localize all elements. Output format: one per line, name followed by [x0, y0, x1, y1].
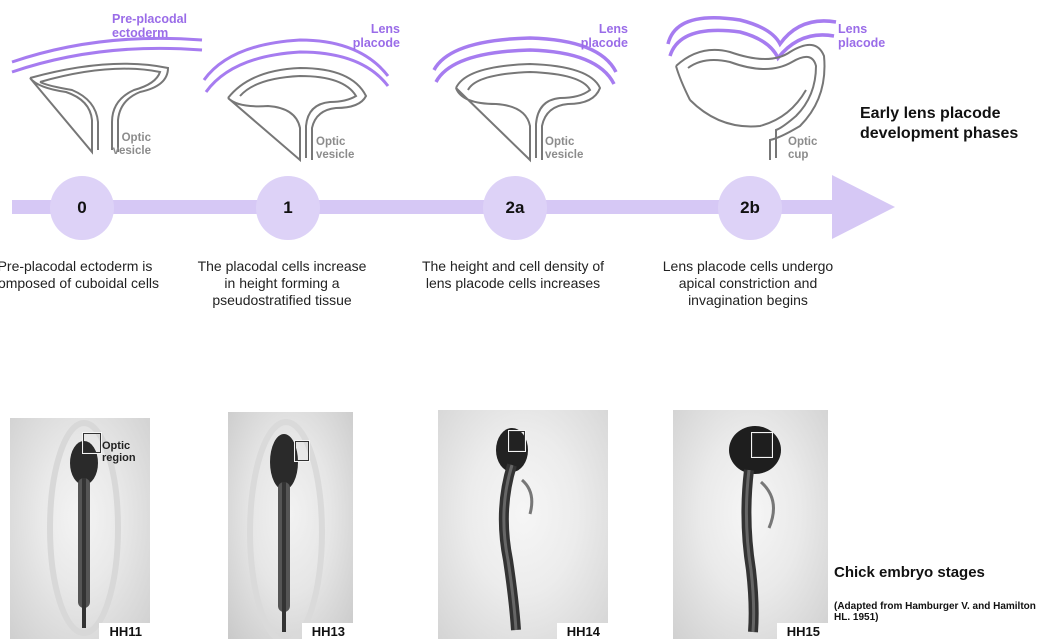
stage-marker-2a: 2a [483, 176, 547, 240]
stage-tag-hh14: HH14 [557, 623, 608, 639]
optic-region-box-hh13 [294, 440, 310, 462]
tissue-label-0: Optic vesicle [101, 132, 151, 158]
embryo-drawing-hh13 [228, 412, 353, 639]
embryo-photo-hh11: Optic region HH11 [10, 418, 150, 639]
ectoderm-label-0: Pre-placodal ectoderm [112, 12, 212, 40]
embryo-title: Chick embryo stages [834, 564, 1004, 581]
stage-description-2a: The height and cell density of lens plac… [418, 258, 608, 292]
embryo-photo-hh15: HH15 [673, 410, 828, 639]
tissue-label-1: Optic vesicle [316, 136, 366, 162]
stage-description-1: The placodal cells increase in height fo… [192, 258, 372, 309]
tissue-label-2a: Optic vesicle [545, 136, 595, 162]
stage-description-2b: Lens placode cells undergo apical constr… [658, 258, 838, 309]
embryo-photo-hh13: HH13 [228, 412, 353, 639]
optic-region-box-hh14 [508, 430, 526, 452]
stage-marker-1: 1 [256, 176, 320, 240]
stage-tag-hh13: HH13 [302, 623, 353, 639]
stage-marker-2b: 2b [718, 176, 782, 240]
optic-region-callout: Optic region [102, 440, 150, 464]
ectoderm-label-2b: Lens placode [838, 22, 888, 50]
side-title: Early lens placode development phases [860, 104, 1035, 144]
optic-region-box-hh11 [82, 432, 102, 454]
embryo-credit: (Adapted from Hamburger V. and Hamilton … [834, 601, 1039, 623]
stage-marker-0: 0 [50, 176, 114, 240]
stage-tag-hh15: HH15 [777, 623, 828, 639]
stage-description-0: Pre-placodal ectoderm is composed of cub… [0, 258, 160, 292]
ectoderm-label-1: Lens placode [350, 22, 400, 50]
embryo-photo-hh14: HH14 [438, 410, 608, 639]
stage-tag-hh11: HH11 [99, 623, 150, 639]
optic-region-box-hh15 [751, 432, 773, 458]
tissue-label-2b: Optic cup [788, 136, 828, 162]
ectoderm-label-2a: Lens placode [580, 22, 628, 50]
